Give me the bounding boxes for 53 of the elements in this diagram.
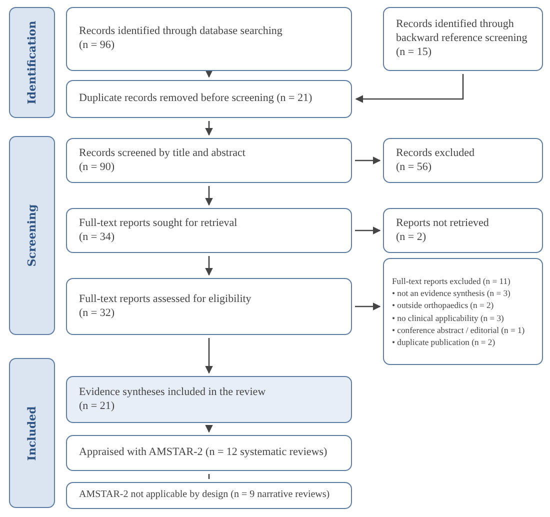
process-box — [383, 258, 543, 365]
count-text: (n = 90) — [79, 160, 116, 174]
box-text: Full-text reports excluded (n = 11) — [392, 275, 512, 288]
process-box — [66, 208, 352, 253]
count-text: • not an evidence synthesis (n = 3) — [392, 287, 512, 300]
count-text: • outside orthopaedics (n = 2) — [392, 299, 495, 312]
arrow — [355, 302, 381, 310]
count-text: (n = 34) — [79, 230, 116, 244]
count-text: • duplicate publication (n = 2) — [392, 336, 496, 348]
phase-label: Identification — [26, 20, 38, 104]
count-text: (n = 15) — [396, 46, 433, 60]
arrow — [205, 424, 213, 433]
phase-band — [9, 358, 55, 508]
box-text: Records identified through backward reference screening — [396, 18, 528, 46]
process-box — [66, 278, 352, 335]
arrow — [205, 186, 213, 206]
box-text: Full-text reports assessed for eligibility — [79, 292, 252, 306]
arrow — [355, 74, 464, 103]
arrow — [205, 338, 213, 374]
process-box — [383, 7, 543, 71]
count-text: • conference abstract / editorial (n = 1) — [392, 324, 526, 336]
arrow — [205, 70, 213, 78]
process-box — [383, 208, 543, 253]
count-text: (n = 56) — [396, 160, 433, 174]
box-text: Reports not retrieved — [396, 216, 490, 230]
box-text: Evidence syntheses included in the review — [79, 386, 267, 400]
box-text: Records excluded — [396, 146, 476, 160]
phase-band — [9, 7, 55, 118]
arrow — [355, 226, 381, 234]
arrow — [355, 156, 381, 164]
box-text: Full-text reports sought for retrieval — [79, 216, 238, 230]
process-box — [66, 376, 352, 423]
process-box — [383, 138, 543, 183]
box-text: Records screened by title and abstract — [79, 146, 246, 160]
process-box — [66, 7, 352, 71]
process-box — [66, 482, 352, 509]
count-text: (n = 96) — [79, 39, 116, 53]
count-text: (n = 32) — [79, 306, 116, 320]
count-text: • no clinical applicability (n = 3) — [392, 312, 505, 324]
box-text: Records identified through database searching — [79, 25, 284, 39]
count-text: (n = 2) — [396, 230, 428, 244]
box-text: Appraised with AMSTAR-2 (n = 12 systematic reviews) — [79, 446, 328, 460]
count-text: (n = 21) — [79, 400, 116, 414]
process-box — [66, 80, 352, 118]
phase-band — [9, 136, 55, 335]
process-box — [66, 435, 352, 471]
process-box — [66, 138, 352, 183]
arrow — [205, 256, 213, 276]
box-text: AMSTAR-2 not applicable by design (n = 9 narrative reviews) — [79, 489, 331, 502]
box-text: Duplicate records removed before screening (n = 21) — [79, 92, 314, 106]
phase-label: Screening — [26, 204, 38, 267]
phase-label: Included — [26, 406, 38, 460]
arrow — [205, 121, 213, 136]
